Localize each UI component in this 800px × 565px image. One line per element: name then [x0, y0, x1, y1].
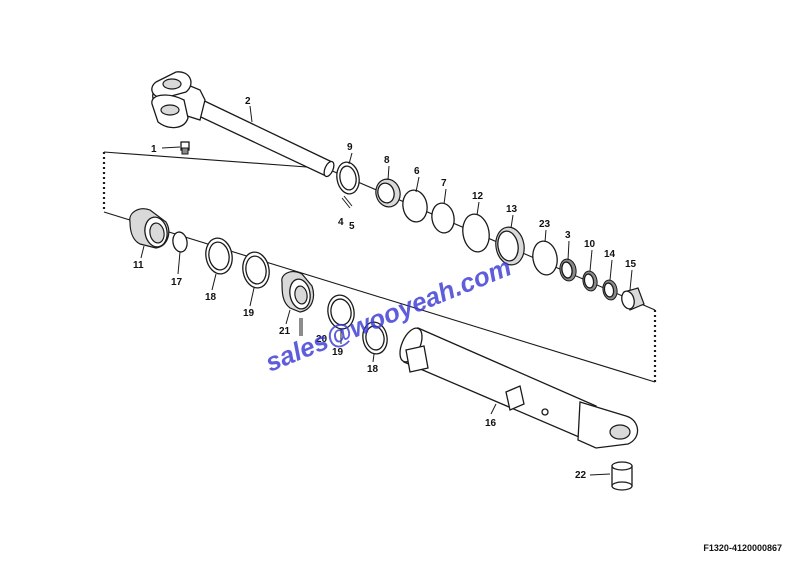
label-part-14: 14	[604, 249, 616, 260]
label-part-18-lower: 18	[367, 364, 379, 375]
label-part-1: 1	[151, 144, 157, 155]
o-ring-7	[431, 202, 455, 234]
label-part-13: 13	[506, 204, 518, 215]
label-part-17: 17	[171, 277, 183, 288]
label-part-12: 12	[472, 191, 484, 202]
label-part-7: 7	[441, 178, 447, 189]
label-part-4: 4	[338, 217, 344, 228]
tube-bracket	[505, 385, 525, 411]
ring-3	[559, 258, 577, 282]
label-part-2: 2	[245, 96, 251, 107]
clevis-lower-bore	[160, 104, 180, 116]
label-part-20: 20	[316, 334, 328, 345]
label-part-16: 16	[485, 418, 497, 429]
grease-nipple	[180, 141, 190, 155]
grease-nipple-thread	[181, 147, 189, 155]
label-part-6: 6	[414, 166, 420, 177]
bushing-15	[621, 287, 645, 311]
ring-17	[172, 231, 188, 253]
label-part-8: 8	[384, 155, 390, 166]
label-part-22: 22	[575, 470, 587, 481]
piston-rod-assembly	[151, 71, 335, 178]
rod-end	[323, 160, 335, 178]
label-part-18-upper: 18	[205, 292, 217, 303]
cylinder-tube	[399, 327, 639, 449]
label-part-10: 10	[584, 239, 596, 250]
piston-21	[281, 270, 315, 313]
pin-4b	[343, 195, 353, 207]
label-part-19-upper: 19	[243, 308, 255, 319]
cylinder-head-11	[129, 208, 170, 249]
label-part-21: 21	[279, 326, 291, 337]
pin-4	[341, 197, 351, 209]
lower-axis-line	[103, 211, 656, 383]
ring-18-upper-inner	[208, 241, 230, 271]
ring-18-lower-inner	[365, 325, 385, 351]
label-part-23: 23	[539, 219, 551, 230]
ring-19-upper-inner	[245, 255, 267, 285]
o-ring-6	[402, 189, 428, 223]
drawing-code: F1320-4120000867	[703, 543, 782, 553]
upper-axis-line	[103, 151, 321, 169]
ring-14	[602, 279, 618, 301]
snap-ring-9-inner	[339, 165, 357, 191]
clevis-upper-bore	[162, 78, 182, 90]
ring-8	[375, 178, 401, 208]
tube-port	[541, 408, 549, 416]
label-part-15: 15	[625, 259, 637, 270]
tube-body	[403, 327, 597, 441]
bushing-22	[611, 461, 633, 491]
o-ring-23	[532, 240, 558, 276]
ring-10	[582, 270, 598, 292]
label-part-19-lower: 19	[332, 347, 344, 358]
tube-port-block	[405, 345, 429, 373]
label-part-5: 5	[349, 221, 355, 232]
ring-19-lower-inner	[330, 298, 352, 326]
leader-lines	[140, 105, 633, 476]
tube-eye-bore	[609, 424, 631, 440]
label-part-3: 3	[565, 230, 571, 241]
guide-ring-13	[495, 226, 525, 266]
label-part-11: 11	[133, 260, 144, 271]
tube-end-eye	[577, 401, 639, 449]
label-part-9: 9	[347, 142, 353, 153]
o-ring-12	[462, 213, 490, 253]
